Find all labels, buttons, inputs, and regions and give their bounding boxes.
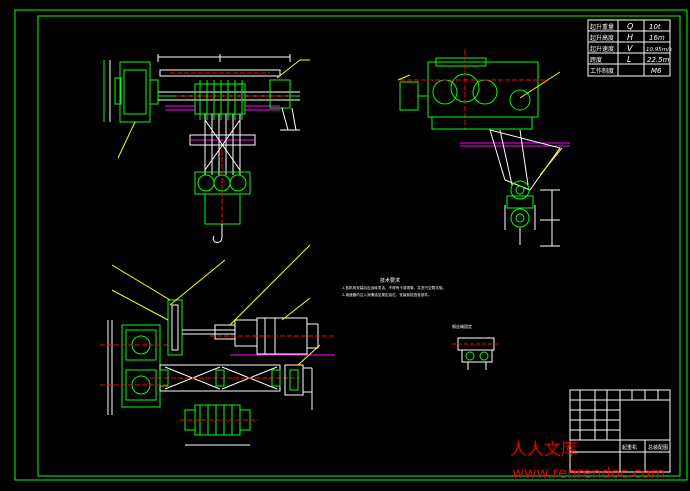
param-symbol-1: H: [627, 33, 633, 42]
notes-line-2: 2.减速器内注入润滑油至规定油位，安装前检查各部件。: [342, 292, 432, 297]
inner-frame: [37, 15, 681, 477]
watermark-cn: 人人文库: [510, 440, 578, 460]
param-value-1: 16m: [649, 34, 665, 42]
drawing-subtitle: 总装配图: [648, 444, 668, 451]
param-value-3: 22.5m: [647, 56, 670, 64]
drawing-name: 起重机: [622, 444, 637, 451]
param-label-2: 起升速度: [590, 45, 614, 53]
trolley-side-view: [397, 50, 570, 247]
small-view-label: 钢丝绳固定: [452, 323, 472, 329]
trolley-plan-view: [100, 244, 335, 446]
watermark-url: www.renrendoc.com: [512, 464, 665, 482]
param-label-1: 起升高度: [590, 34, 614, 42]
param-label-4: 工作制度: [590, 67, 614, 75]
param-symbol-3: L: [627, 55, 631, 64]
trolley-front-view: [103, 54, 310, 243]
notes-line-1: 1.各机构安装后应运转灵活，不得有卡滞现象，并进行空载试验。: [342, 285, 446, 290]
rope-fixing-detail-view: [452, 337, 500, 370]
param-label-0: 起升重量: [590, 23, 614, 31]
param-value-2: 10.95m/s: [646, 47, 672, 53]
param-symbol-2: V: [627, 44, 633, 53]
technical-notes: 技术要求 1.各机构安装后应运转灵活，不得有卡滞现象，并进行空载试验。 2.减速…: [342, 277, 446, 297]
param-value-0: 10t: [649, 23, 661, 31]
notes-title: 技术要求: [380, 277, 400, 284]
param-label-3: 跨度: [590, 56, 602, 64]
title-block: 起重机 总装配图: [569, 389, 671, 473]
parameter-table: 起升重量 Q 10t 起升高度 H 16m 起升速度 V 10.95m/s 跨度…: [587, 19, 672, 77]
param-symbol-0: Q: [627, 22, 633, 31]
param-value-4: M6: [651, 67, 662, 75]
outer-frame: [14, 9, 688, 481]
watermark: 人人文库 www.renrendoc.com: [510, 440, 665, 482]
